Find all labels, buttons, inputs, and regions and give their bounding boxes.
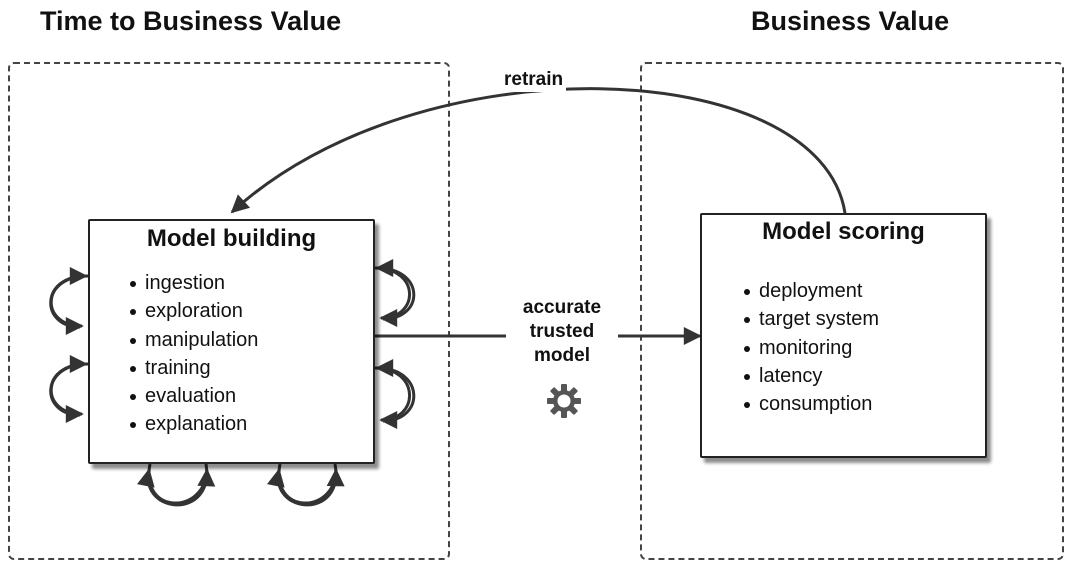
list-item: training	[130, 354, 258, 382]
loop-bottom-left	[137, 463, 216, 507]
list-item: exploration	[130, 297, 258, 325]
list-item: deployment	[744, 277, 879, 305]
business-value-zone	[640, 62, 1064, 560]
loop-bottom-right	[267, 463, 345, 507]
loop-left-top	[49, 267, 89, 335]
handoff-label: accurate trusted model	[506, 296, 618, 368]
retrain-arrow	[230, 87, 847, 214]
loop-right-top	[374, 259, 416, 327]
left-section-title: Time to Business Value	[40, 6, 342, 36]
right-section-title: Business Value	[751, 6, 950, 36]
model-building-list: ingestion exploration manipulation train…	[130, 269, 258, 439]
list-item: consumption	[744, 390, 879, 418]
model-scoring-list: deployment target system monitoring late…	[744, 277, 879, 418]
model-building-box: Model building ingestion exploration man…	[88, 219, 375, 464]
list-item: evaluation	[130, 382, 258, 410]
retrain-label: retrain	[501, 68, 567, 92]
list-item: latency	[744, 362, 879, 390]
gear-icon	[547, 384, 581, 418]
list-item: explanation	[130, 410, 258, 438]
handoff-label-line: model	[534, 345, 590, 366]
model-scoring-box: Model scoring deployment target system m…	[700, 213, 987, 458]
model-scoring-title: Model scoring	[762, 218, 925, 245]
list-item: ingestion	[130, 269, 258, 297]
list-item: monitoring	[744, 334, 879, 362]
time-to-value-zone	[8, 62, 450, 560]
loop-right-bottom	[374, 359, 416, 429]
list-item: target system	[744, 305, 879, 333]
handoff-label-line: trusted	[529, 321, 595, 342]
model-building-title: Model building	[146, 225, 317, 252]
loop-left-bottom	[49, 355, 89, 423]
list-item: manipulation	[130, 326, 258, 354]
handoff-label-line: accurate	[522, 297, 602, 318]
